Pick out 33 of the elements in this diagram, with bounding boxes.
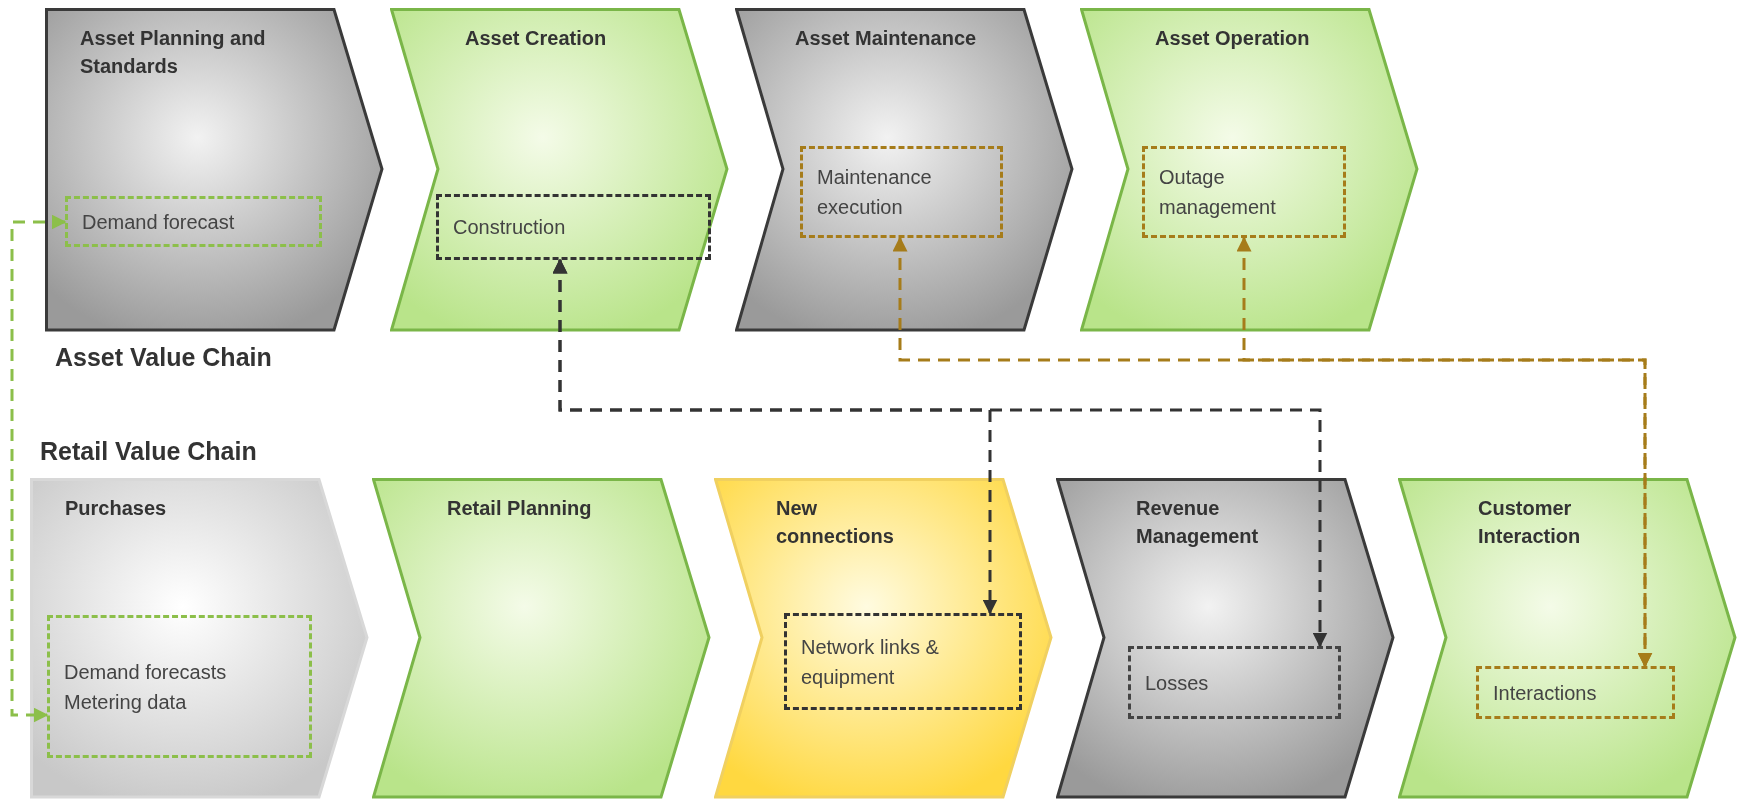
step-heading: Retail Planning <box>447 496 593 521</box>
chevron-step <box>390 8 730 333</box>
step-heading: Revenue Management <box>1136 496 1260 549</box>
chevron-step <box>1398 478 1738 800</box>
chevron-step <box>735 8 1075 333</box>
dashed-box: Outage management <box>1142 146 1346 238</box>
chevron-step <box>1056 478 1396 800</box>
dashed-arrow <box>10 214 67 723</box>
step-heading: Asset Maintenance <box>795 26 978 51</box>
dashed-box <box>47 615 312 758</box>
item-text: Demand forecasts <box>64 659 228 685</box>
chevron-step <box>714 478 1054 800</box>
dashed-box: Maintenance execution <box>800 146 1003 238</box>
step-heading: Asset Creation <box>465 26 608 51</box>
section-title: Retail Value Chain <box>40 437 257 466</box>
chevron-step <box>372 478 712 800</box>
item-text: Metering data <box>64 689 188 715</box>
section-title: Asset Value Chain <box>55 343 272 372</box>
dashed-box: Interactions <box>1476 666 1675 719</box>
dashed-box: Construction <box>436 194 711 260</box>
chevron-step <box>30 478 370 800</box>
dashed-arrow <box>1236 236 1653 668</box>
dashed-box: Network links & equipment <box>784 613 1022 710</box>
chevron-step <box>45 8 385 333</box>
step-heading: Customer Interaction <box>1478 496 1582 549</box>
step-heading: New connections <box>776 496 895 549</box>
dashed-box: Losses <box>1128 646 1341 719</box>
step-heading: Purchases <box>65 496 168 521</box>
dashed-arrow <box>552 258 1328 648</box>
step-heading: Asset Operation <box>1155 26 1311 51</box>
dashed-box: Demand forecast <box>65 196 322 247</box>
chevron-step <box>1080 8 1420 333</box>
step-heading: Asset Planning and Standards <box>80 26 267 79</box>
